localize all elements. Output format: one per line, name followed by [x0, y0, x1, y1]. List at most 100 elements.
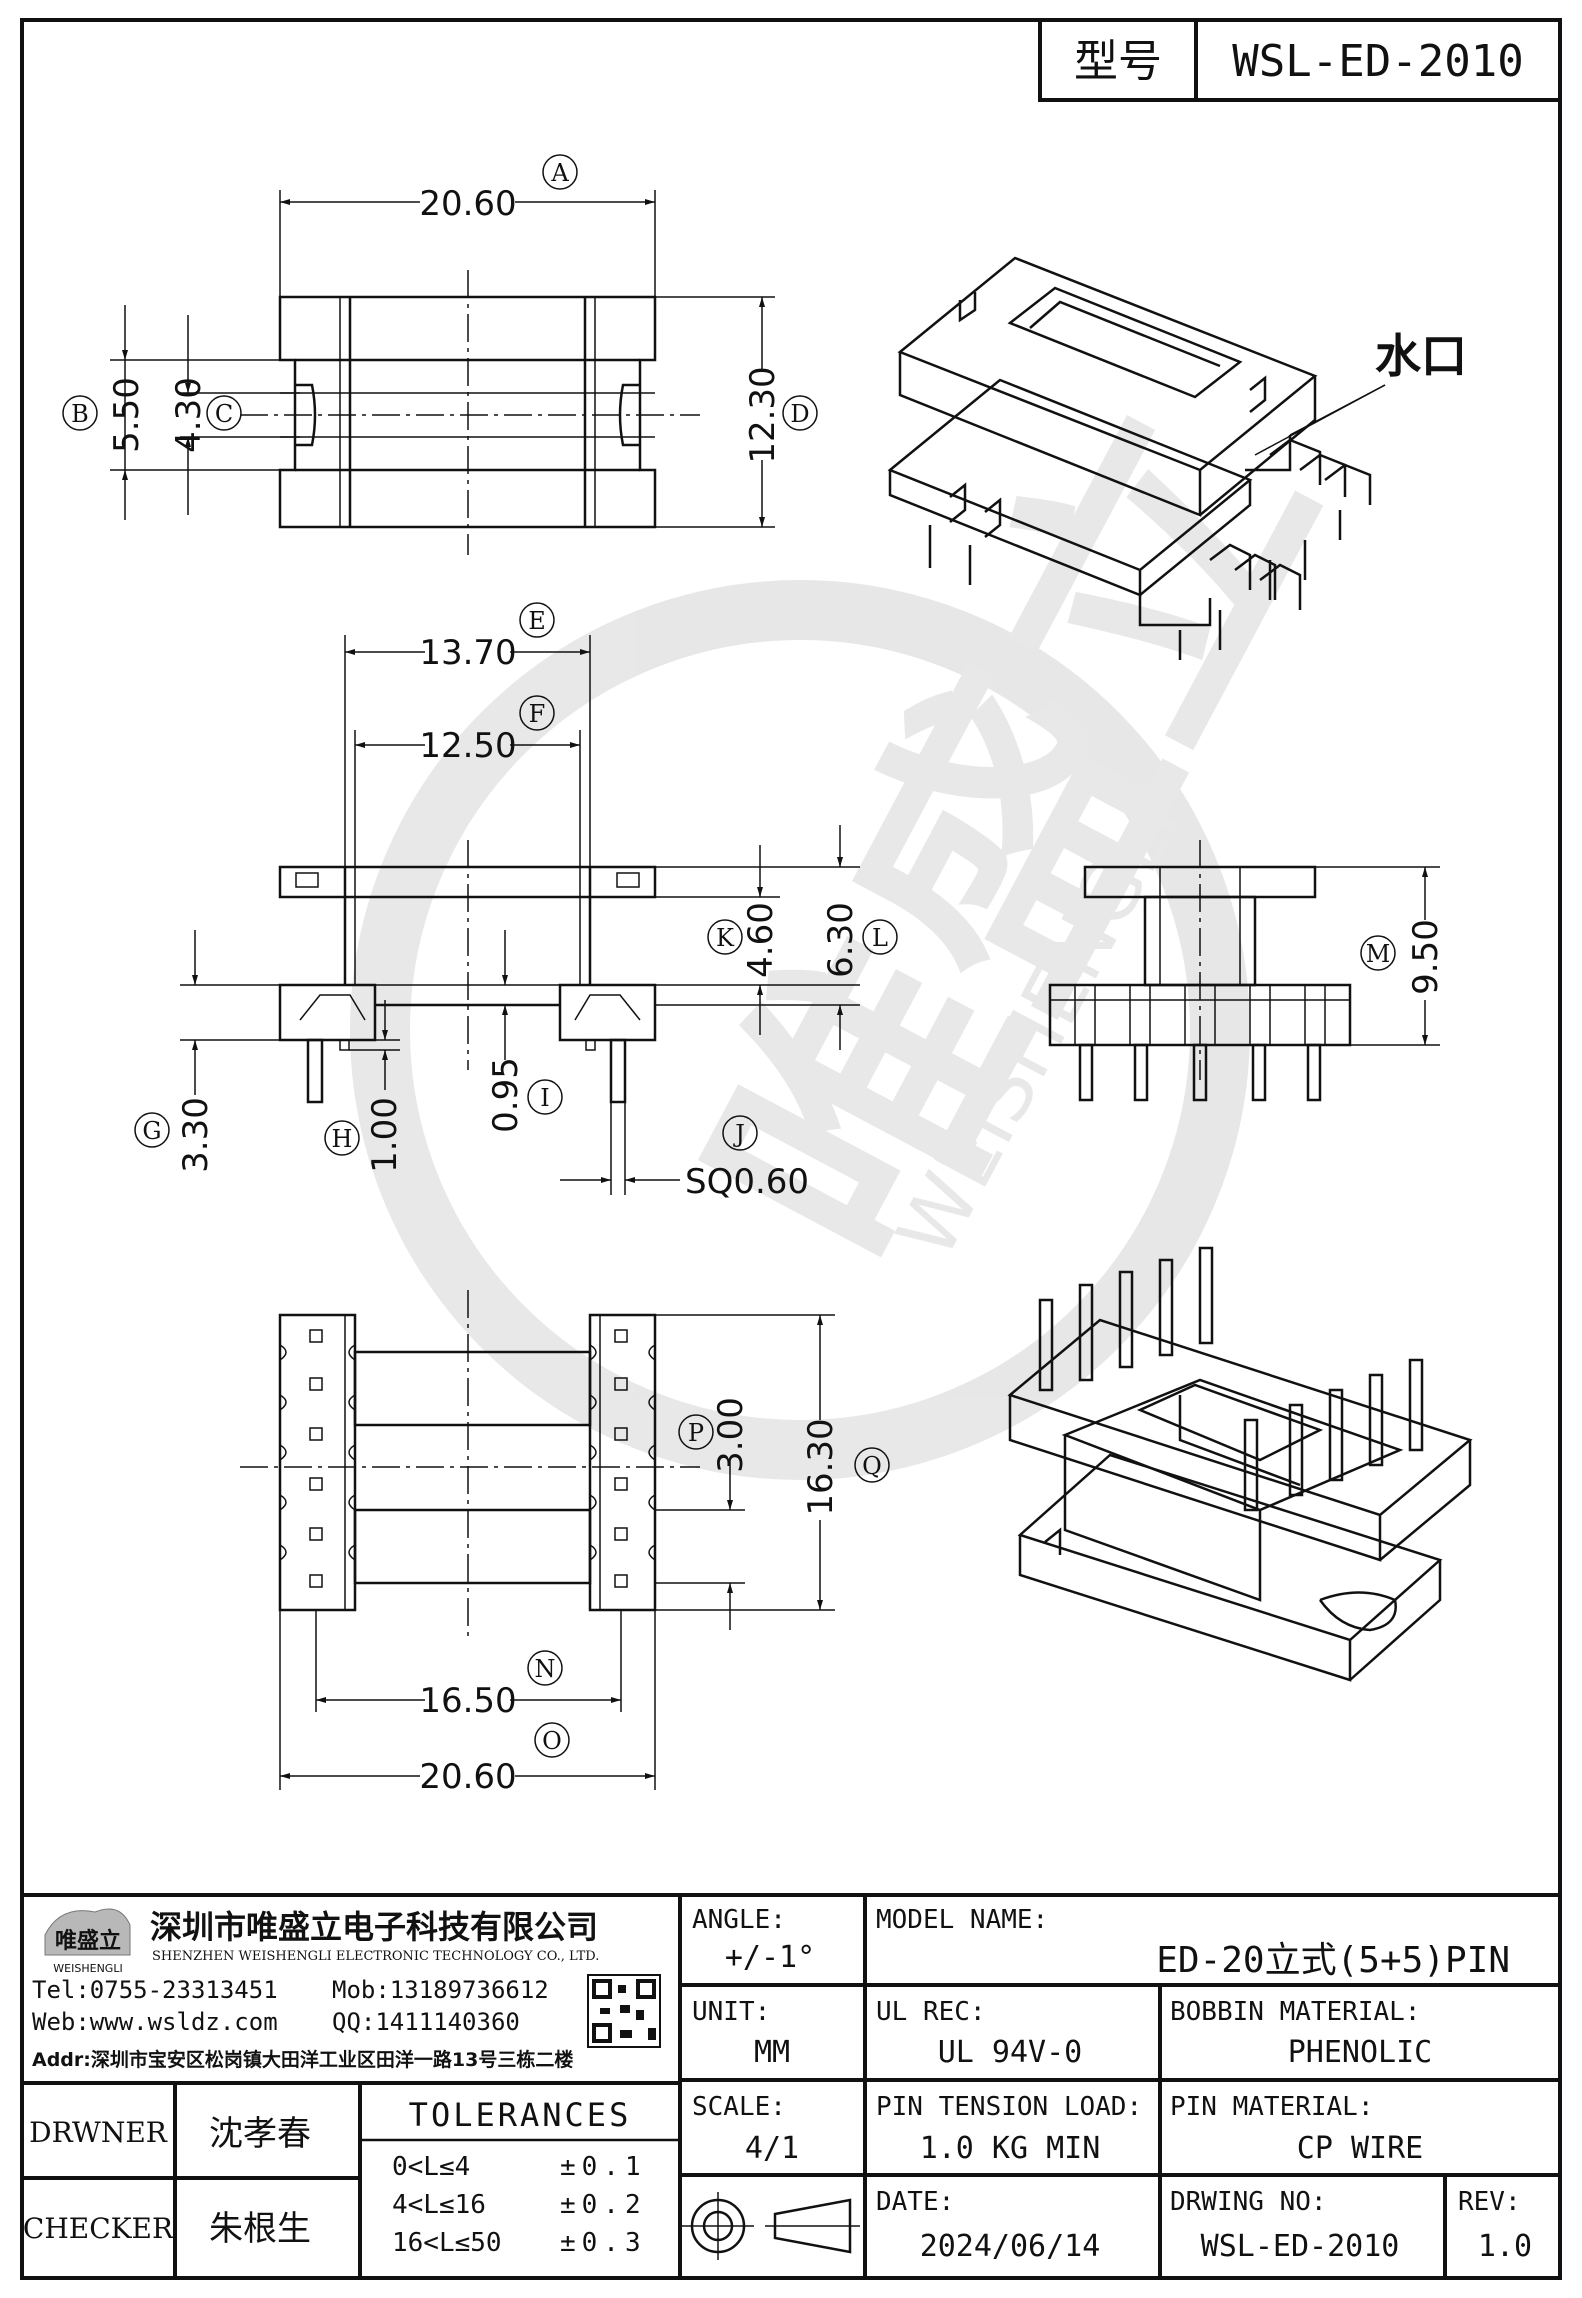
dim-B-letter: B	[71, 400, 89, 428]
sheet-border	[20, 18, 1562, 2280]
unit-label: UNIT:	[692, 1997, 770, 2027]
dim-N-value: 16.50	[419, 1681, 516, 1721]
dim-J-letter: J	[732, 1120, 745, 1148]
dim-J-value: SQ0.60	[685, 1162, 809, 1202]
dim-G-letter: G	[142, 1117, 161, 1145]
ul-value: UL 94V-0	[938, 2035, 1083, 2070]
dim-E: 13.70 E	[344, 602, 591, 867]
dim-N: 16.50 N	[315, 1610, 622, 1721]
dim-O-letter: O	[542, 1727, 562, 1755]
angle-label: ANGLE:	[692, 1905, 786, 1935]
model-label: MODEL NAME:	[876, 1905, 1048, 1935]
water-gate-callout: 水口	[1254, 329, 1467, 456]
dim-K-value: 4.60	[741, 902, 781, 978]
dim-N-letter: N	[535, 1655, 556, 1683]
checker-value: 朱根生	[209, 2209, 311, 2249]
dim-D: 12.30 D	[655, 296, 818, 528]
dim-Q-letter: Q	[862, 1452, 882, 1480]
top-title-box: 型号 WSL-ED-2010	[1038, 18, 1562, 102]
unit-value: MM	[754, 2035, 790, 2070]
company-name-en: SHENZHEN WEISHENGLI ELECTRONIC TECHNOLOG…	[152, 1949, 599, 1964]
date-value: 2024/06/14	[920, 2229, 1101, 2264]
dim-C-value: 4.30	[169, 377, 209, 453]
dim-J: SQ0.60 J	[560, 1102, 809, 1202]
dim-M-value: 9.50	[1406, 919, 1446, 995]
title-block	[22, 1893, 1560, 2278]
top-title-label: 型号	[1074, 36, 1162, 87]
dim-B: 5.50 B	[62, 305, 300, 520]
dim-I: 0.95 I	[486, 930, 563, 1133]
qr-code-icon	[587, 1974, 661, 2048]
bottom-view	[240, 1290, 700, 1640]
checker-label: CHECKER	[23, 2212, 174, 2245]
watermark: 唯盛立 WEISHENGLI	[350, 358, 1377, 1480]
dim-K-letter: K	[716, 924, 735, 952]
drawer-label: DRWNER	[29, 2116, 168, 2149]
angle-value: +/-1°	[725, 1940, 815, 1975]
company-addr: Addr:深圳市宝安区松岗镇大田洋工业区田洋一路13号三栋二楼	[32, 2048, 573, 2071]
dim-M: 9.50 M	[1315, 866, 1446, 1046]
tol-value-1: ±0.1	[560, 2152, 647, 2182]
tol-range-2: 4<L≤16	[392, 2190, 486, 2220]
dim-C: 4.30 C	[169, 315, 300, 515]
dim-E-value: 13.70	[419, 633, 516, 673]
side-view	[1048, 840, 1352, 1102]
dim-H-letter: H	[332, 1125, 353, 1153]
dim-F-letter: F	[529, 700, 546, 728]
drawer-value: 沈孝春	[209, 2114, 311, 2154]
front-view	[278, 840, 657, 1104]
dim-Q: 16.30 Q	[655, 1314, 890, 1611]
logo-text: 唯盛立	[55, 1928, 121, 1954]
projection-symbol-icon	[682, 2192, 860, 2260]
dim-A: 20.60 A	[279, 154, 656, 297]
dim-F-value: 12.50	[419, 726, 516, 766]
logo-sub: WEISHENGLI	[53, 1962, 122, 1975]
dim-L: 6.30 L	[655, 825, 898, 1050]
tol-value-3: ±0.3	[560, 2228, 647, 2258]
model-value: ED-20立式(5+5)PIN	[1156, 1940, 1510, 1981]
dim-P-value: 3.00	[711, 1397, 751, 1473]
pin-material-value: CP WIRE	[1297, 2131, 1423, 2166]
dim-L-letter: L	[872, 924, 888, 952]
tension-value: 1.0 KG MIN	[920, 2131, 1101, 2166]
company-logo: 唯盛立 WEISHENGLI	[44, 1908, 131, 1975]
dim-I-letter: I	[540, 1084, 549, 1112]
company-mob: Mob:13189736612	[332, 1976, 549, 2004]
scale-label: SCALE:	[692, 2092, 786, 2122]
dim-M-letter: M	[1366, 940, 1391, 968]
water-gate-label: 水口	[1375, 329, 1467, 383]
dim-O: 20.60 O	[279, 1610, 656, 1797]
top-title-value: WSL-ED-2010	[1232, 36, 1523, 87]
bobbin-value: PHENOLIC	[1288, 2035, 1433, 2070]
dim-P-letter: P	[688, 1419, 704, 1447]
dim-F: 12.50 F	[354, 695, 581, 867]
dim-D-value: 12.30	[743, 366, 783, 463]
tol-range-1: 0<L≤4	[392, 2152, 470, 2182]
dim-P: 3.00 P	[655, 1397, 751, 1630]
drawing-no-value: WSL-ED-2010	[1201, 2229, 1400, 2264]
company-name-cn: 深圳市唯盛立电子科技有限公司	[150, 1908, 598, 1946]
dim-H: 1.00 H	[324, 1000, 405, 1173]
isometric-view-bottom	[1007, 1246, 1473, 1682]
dim-B-value: 5.50	[107, 377, 147, 453]
bobbin-label: BOBBIN MATERIAL:	[1170, 1997, 1420, 2027]
date-label: DATE:	[876, 2187, 954, 2217]
company-qq: QQ:1411140360	[332, 2008, 520, 2036]
tol-range-3: 16<L≤50	[392, 2228, 502, 2258]
ul-label: UL REC:	[876, 1997, 986, 2027]
rev-label: REV:	[1458, 2187, 1521, 2217]
tol-value-2: ±0.2	[560, 2190, 647, 2220]
dim-Q-value: 16.30	[801, 1418, 841, 1515]
pin-material-label: PIN MATERIAL:	[1170, 2092, 1374, 2122]
dim-O-value: 20.60	[419, 1757, 516, 1797]
drawing-no-label: DRWING NO:	[1170, 2187, 1327, 2217]
dim-G-value: 3.30	[176, 1097, 216, 1173]
dim-G: 3.30 G	[134, 930, 308, 1173]
tolerances-label: TOLERANCES	[409, 2096, 632, 2134]
dim-E-letter: E	[528, 607, 546, 635]
dim-I-value: 0.95	[486, 1057, 526, 1133]
dim-A-letter: A	[550, 159, 569, 187]
rev-value: 1.0	[1478, 2229, 1532, 2264]
dim-H-value: 1.00	[365, 1097, 405, 1173]
